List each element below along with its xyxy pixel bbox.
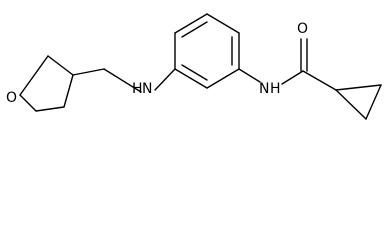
bond-ring-ch2 <box>72 68 105 76</box>
bond-phenyl-amide-n <box>238 68 261 83</box>
bond-cp2-cp3 <box>365 84 382 120</box>
ring-oxygen-label: O <box>6 90 17 106</box>
bond-b2-b3-inner <box>181 21 208 38</box>
bond-cp1-cp2 <box>335 84 382 91</box>
amine-nh-label: H N <box>132 81 152 97</box>
carbonyl-oxygen-label: O <box>297 21 308 37</box>
amine-nh-n: N <box>142 81 152 97</box>
bond-o-c1 <box>19 55 49 96</box>
benzene-ring <box>174 13 240 89</box>
bond-b5-b6 <box>206 68 240 89</box>
bond-b6-b1-inner <box>181 64 208 81</box>
molecule-diagram: O H N N H O <box>6 13 382 120</box>
bond-ch2-nh <box>103 68 142 93</box>
amide-nh-n: N <box>259 81 269 97</box>
cyclopropane-ring <box>335 84 382 120</box>
bond-c2-c3 <box>63 74 74 108</box>
bond-b6-b1 <box>174 68 208 89</box>
amine-nh-h: H <box>132 81 143 97</box>
amide-nh-label: N H <box>259 81 281 97</box>
bond-amide-n-carbonyl <box>281 70 304 85</box>
bond-b2-b3 <box>174 13 208 34</box>
bond-cp3-cp1 <box>335 89 367 120</box>
tetrahydrofuran-ring <box>19 55 74 112</box>
amide-nh-h: H <box>270 81 281 97</box>
bond-c4-o <box>19 94 37 112</box>
bond-carbonyl-cyclopropyl <box>302 70 337 91</box>
bond-c3-c4 <box>35 106 65 112</box>
bond-b3-b4 <box>206 13 240 34</box>
bond-c1-c2 <box>47 55 74 76</box>
bond-nh-phenyl <box>154 68 176 91</box>
